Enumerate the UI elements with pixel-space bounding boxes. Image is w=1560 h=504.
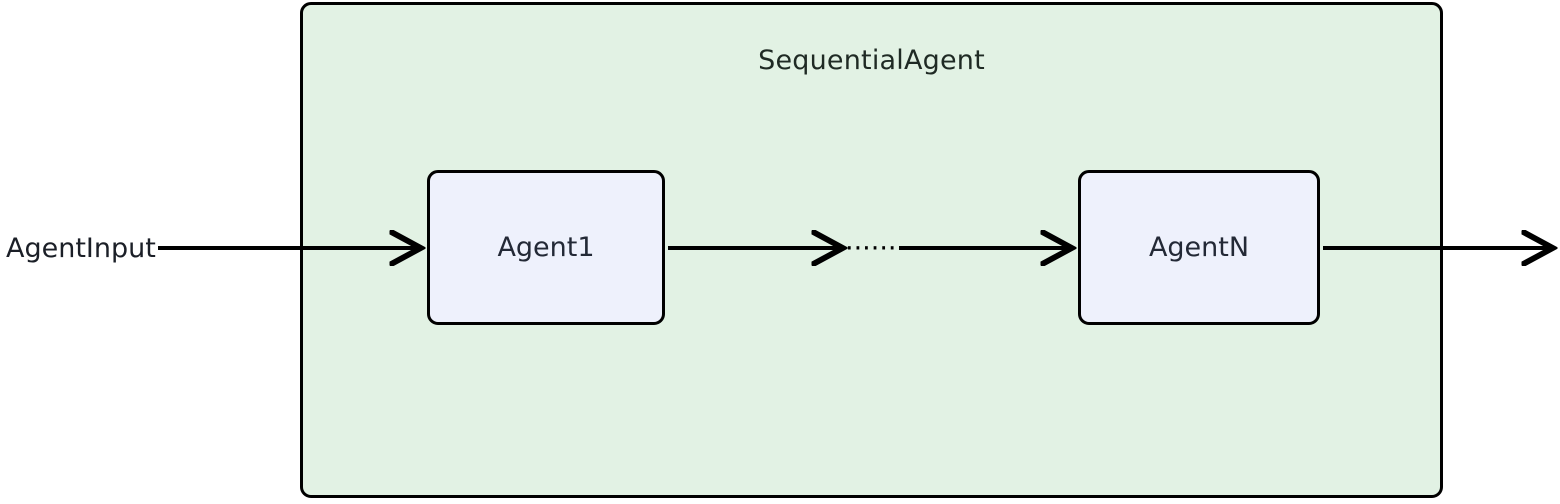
agent-node-agent1[interactable]: Agent1	[427, 170, 665, 325]
agent-input-label: AgentInput	[6, 233, 156, 264]
ellipsis-marker: ······	[845, 233, 897, 264]
agent-node-label: Agent1	[497, 232, 595, 263]
sequential-agent-title: SequentialAgent	[758, 45, 985, 76]
agent-node-agentn[interactable]: AgentN	[1078, 170, 1320, 325]
agent-node-label: AgentN	[1148, 232, 1250, 263]
